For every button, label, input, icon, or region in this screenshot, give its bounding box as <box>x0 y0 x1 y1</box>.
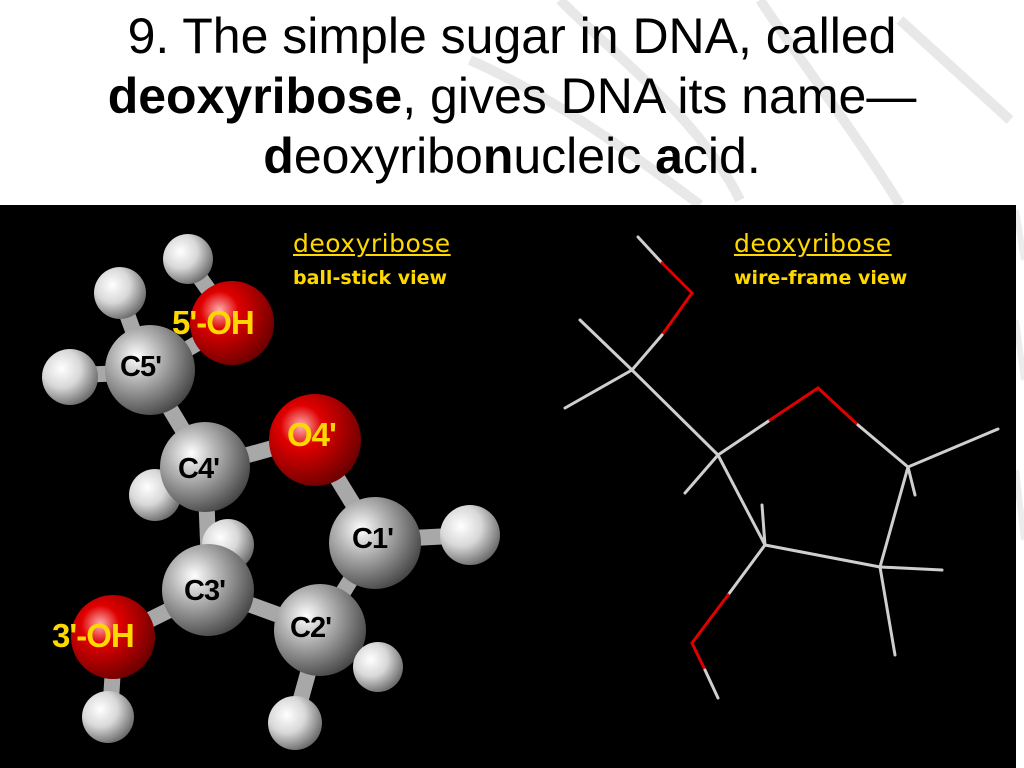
wire-frame-caption-subtitle: wire-frame view <box>734 267 908 289</box>
ball-stick-caption-title: deoxyribose <box>293 229 451 258</box>
label-c2: C2' <box>290 612 332 644</box>
title-line-3: deoxyribonucleic acid. <box>263 128 761 184</box>
carbon-c5-atom <box>105 325 195 415</box>
title-line-2: deoxyribose, gives DNA its name— <box>107 68 917 124</box>
label-5-oh: 5'-OH <box>172 304 255 341</box>
carbon-c3-atom <box>162 544 254 636</box>
title-line-1: 9. The simple sugar in DNA, called <box>127 8 897 64</box>
label-c4: C4' <box>178 453 220 485</box>
title-bold-deoxyribose: deoxyribose <box>107 68 403 124</box>
hydrogen-c5-b <box>42 349 98 405</box>
label-c3: C3' <box>184 575 226 607</box>
molecule-drawing <box>42 234 1000 750</box>
oxygen-4-atom <box>269 394 361 486</box>
carbon-c1-atom <box>329 497 421 589</box>
hydrogen-c5-a <box>94 267 146 319</box>
oxygen-5-atom <box>190 281 274 365</box>
carbon-c4-atom <box>160 422 250 512</box>
hydrogen-c1 <box>440 505 500 565</box>
molecule-panel: deoxyribose ball-stick view deoxyribose … <box>0 205 1016 768</box>
label-3-oh: 3'-OH <box>52 617 135 654</box>
oxygen-3-atom <box>71 595 155 679</box>
carbon-c2-atom <box>274 584 366 676</box>
hydrogen-c2-b <box>268 696 322 750</box>
label-o4: O4' <box>287 416 337 453</box>
slide-title: 9. The simple sugar in DNA, called deoxy… <box>0 6 1024 186</box>
ball-stick-caption-subtitle: ball-stick view <box>293 267 448 289</box>
hydrogen-oh3 <box>82 691 134 743</box>
hydrogen-oh5 <box>163 234 213 284</box>
wire-frame-caption-title: deoxyribose <box>734 229 892 258</box>
wire-frame-model <box>563 235 1000 700</box>
ball-stick-model <box>42 234 500 750</box>
label-c5: C5' <box>120 351 162 383</box>
hydrogen-c2-a <box>353 642 403 692</box>
label-c1: C1' <box>352 523 394 555</box>
